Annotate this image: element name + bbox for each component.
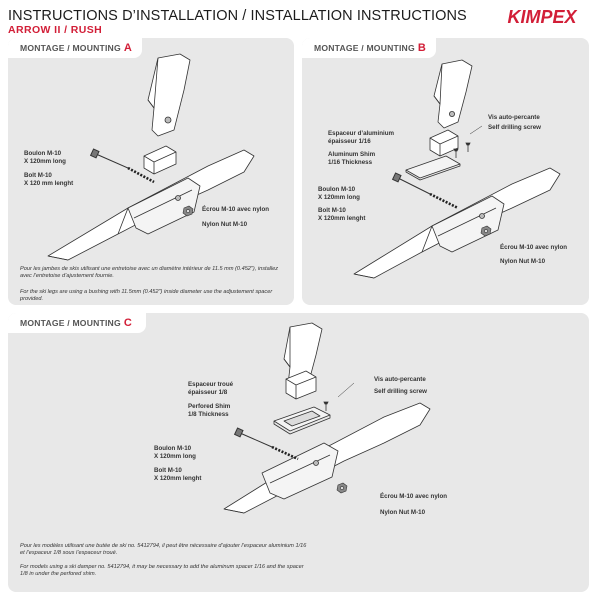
bolt-m10	[233, 427, 299, 461]
ski-saddle	[261, 442, 339, 500]
shim-label-en-line2: 1/8 Thickness	[188, 411, 229, 418]
panel-a-heading-text: MONTAGE / MOUNTING	[20, 43, 121, 53]
panel-b-heading: MONTAGE / MOUNTING B	[302, 38, 436, 58]
bolt-label-b: Boulon M-10 X 120mm long Bolt M-10 X 120…	[318, 186, 365, 223]
bolt-label-fr-line1: Boulon M-10	[318, 186, 356, 193]
bolt-label-en-line1: Bolt M-10	[24, 172, 52, 179]
bolt-label-fr-line1: Boulon M-10	[154, 445, 192, 452]
shim-label-en-line2: 1/16 Thickness	[328, 159, 373, 166]
nut-label-en: Nylon Nut M-10	[202, 221, 248, 228]
self-drilling-screw	[323, 382, 355, 411]
panel-a-heading: MONTAGE / MOUNTING A	[8, 38, 142, 58]
nut-label-en: Nylon Nut M-10	[500, 258, 546, 265]
panel-b-letter: B	[417, 42, 426, 54]
panel-c-heading-text: MONTAGE / MOUNTING	[20, 318, 121, 328]
ski-leg-bracket	[433, 59, 473, 129]
shim-label-en-line1: Aluminum Shim	[328, 151, 376, 158]
nut-label-fr: Écrou M-10 avec nylon	[202, 206, 270, 213]
ski-saddle	[127, 177, 201, 235]
bolt-label-c: Boulon M-10 X 120mm long Bolt M-10 X 120…	[154, 445, 201, 483]
bolt-label-en-line2: X 120 mm lenght	[24, 180, 74, 187]
shim-label-fr-line2: épaisseur 1/8	[188, 389, 228, 396]
note-en-c: For models using a ski damper no. 541279…	[20, 564, 304, 578]
bolt-label-en-line1: Bolt M-10	[154, 467, 182, 474]
bolt-label-en-line2: X 120mm lenght	[318, 215, 366, 222]
page-title: INSTRUCTIONS D’INSTALLATION / INSTALLATI…	[8, 8, 467, 24]
panel-a-letter: A	[123, 42, 132, 54]
ski-saddle	[431, 195, 505, 253]
adjustment-spacer	[429, 129, 459, 157]
shim-label-fr-line1: Espaceur troué	[188, 381, 234, 388]
nylon-nut	[480, 225, 492, 237]
nut-label-fr: Écrou M-10 avec nylon	[500, 244, 568, 251]
bolt-label-fr-line2: X 120mm long	[24, 158, 66, 165]
bolt-label-fr-line2: X 120mm long	[154, 453, 196, 460]
kimpex-logo: KIMPEX	[507, 7, 577, 27]
shim-label-fr-line2: épaisseur 1/16	[328, 138, 371, 145]
adjustment-spacer	[143, 145, 177, 175]
page-subtitle: ARROW II / RUSH	[8, 24, 103, 36]
bolt-m10	[391, 172, 459, 210]
aluminum-shim	[405, 155, 461, 179]
bolt-m10	[89, 148, 155, 184]
ski-assembly-diagram-c	[223, 322, 431, 514]
bolt-label-fr-line2: X 120mm long	[318, 194, 360, 201]
screw-label-fr: Vis auto-percante	[374, 376, 426, 383]
panel-mounting-a: MONTAGE / MOUNTING A	[8, 38, 294, 305]
nylon-nut	[336, 482, 348, 494]
shim-label-c: Espaceur troué épaisseur 1/8 Perfored Sh…	[188, 381, 233, 419]
nut-label-en: Nylon Nut M-10	[380, 509, 426, 516]
screw-label-en: Self drilling screw	[374, 388, 427, 395]
shim-label-en-line1: Perfored Shim	[188, 403, 231, 410]
ski-assembly-diagram-a	[47, 53, 255, 261]
bolt-label-en-line2: X 120mm lenght	[154, 475, 202, 482]
panel-c-letter: C	[123, 317, 132, 329]
panel-b-heading-text: MONTAGE / MOUNTING	[314, 43, 415, 53]
self-drilling-screw	[453, 125, 483, 158]
adjustment-spacer	[285, 370, 317, 400]
panel-mounting-b: MONTAGE / MOUNTING B	[302, 38, 589, 305]
bolt-label-en-line1: Bolt M-10	[318, 207, 346, 214]
ski-leg-bracket	[147, 53, 191, 137]
nut-label-fr: Écrou M-10 avec nylon	[380, 493, 448, 500]
logo-text: KIMPEX	[507, 7, 577, 27]
nylon-nut	[182, 205, 194, 217]
panel-mounting-c: MONTAGE / MOUNTING C	[8, 313, 589, 592]
ski-assembly-diagram-b	[353, 59, 561, 279]
panel-c-heading: MONTAGE / MOUNTING C	[8, 313, 146, 333]
note-en-a: For the ski legs are using a bushing wit…	[20, 289, 273, 303]
note-fr-c: Pour les modèles utilisant une butée de …	[20, 543, 307, 557]
note-fr-a: Pour les jambes de skis utilisant une en…	[20, 266, 279, 280]
shim-label-fr-line1: Espaceur d’aluminium	[328, 130, 395, 137]
bolt-label-fr-line1: Boulon M-10	[24, 150, 62, 157]
shim-label-b: Espaceur d’aluminium épaisseur 1/16 Alum…	[328, 130, 394, 167]
bolt-label-a: Boulon M-10 X 120mm long Bolt M-10 X 120…	[24, 150, 73, 188]
screw-label-en: Self drilling screw	[488, 124, 541, 131]
screw-label-fr: Vis auto-percante	[488, 114, 540, 121]
